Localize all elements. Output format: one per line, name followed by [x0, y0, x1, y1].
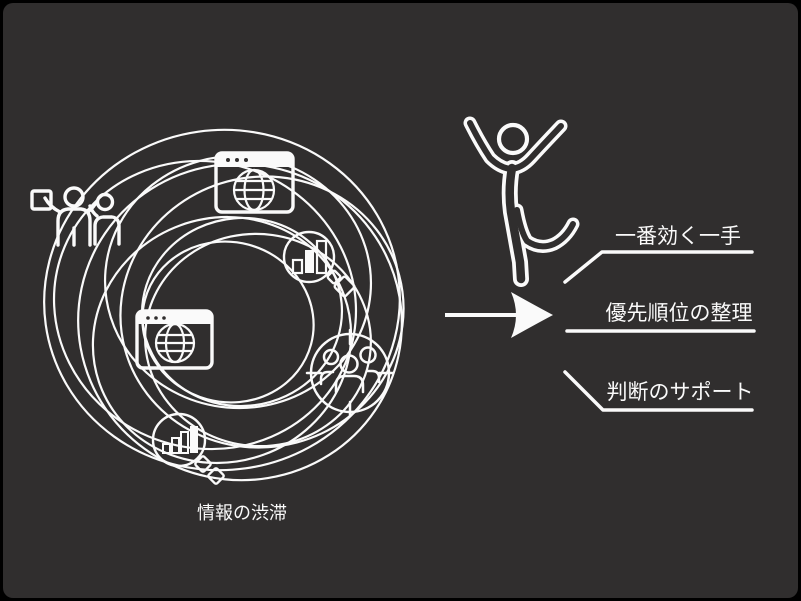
bar [171, 437, 180, 454]
bar [291, 258, 304, 275]
benefit-label-2: 優先順位の整理 [606, 302, 753, 325]
member-shoulder [319, 370, 335, 386]
person-arm [88, 204, 99, 218]
person-head [496, 122, 530, 156]
gems-icon-bottom [194, 455, 225, 485]
browser-window-icon-top [214, 151, 295, 214]
benefit-item-2: 優先順位の整理 [565, 302, 756, 333]
bar [162, 443, 171, 454]
arrow-head [511, 292, 553, 338]
benefit-leader-line-1 [563, 250, 754, 284]
benefit-leader-line-3 [563, 370, 754, 412]
arrow-right-icon [445, 292, 553, 338]
jumping-person-icon [463, 116, 580, 287]
bar [180, 431, 189, 454]
bar [315, 239, 328, 275]
information-tangle [43, 128, 405, 482]
bar [190, 426, 198, 453]
benefit-items: 一番効く一手 優先順位の整理 判断のサポート [563, 225, 756, 412]
person-arm [43, 196, 62, 214]
people-cheering-icon [30, 186, 121, 247]
benefit-label-1: 一番効く一手 [615, 225, 741, 248]
member-head [339, 354, 359, 374]
browser-dot [146, 316, 150, 320]
benefit-item-1: 一番効く一手 [563, 225, 754, 284]
person-bent-leg-inner [514, 207, 576, 250]
browser-dot [235, 158, 239, 162]
tangle-circle [141, 240, 315, 404]
browser-dot [162, 316, 166, 320]
benefit-label-3: 判断のサポート [607, 381, 754, 404]
member-shoulder [365, 369, 381, 384]
team-target-icon [305, 328, 395, 418]
browser-dot [226, 158, 230, 162]
member-body [334, 374, 365, 394]
placard-square [30, 189, 53, 211]
bar-chart-bubble-icon-top [282, 230, 336, 284]
person-head [95, 192, 115, 212]
tangle-caption: 情報の渋滞 [197, 503, 287, 523]
person-arms-inner [467, 120, 564, 172]
browser-window-icon-middle [135, 309, 214, 370]
benefit-item-3: 判断のサポート [563, 370, 754, 412]
globe-icon [154, 322, 196, 364]
browser-dot [244, 158, 248, 162]
person-head [63, 186, 85, 208]
tangle-circle [144, 232, 372, 448]
browser-titlebar [216, 153, 293, 167]
bar [305, 250, 314, 273]
member-head [359, 346, 377, 364]
crosshair-tick [305, 328, 395, 418]
person-body [56, 207, 92, 247]
browser-dot [154, 316, 158, 320]
bar-chart-bubble-icon-bottom [151, 412, 207, 468]
member-head [322, 348, 340, 366]
person-torso-leg-inner [505, 163, 526, 284]
gem-icon [326, 269, 356, 298]
globe-icon [232, 168, 276, 212]
person-body [93, 215, 121, 246]
browser-titlebar [137, 311, 212, 324]
